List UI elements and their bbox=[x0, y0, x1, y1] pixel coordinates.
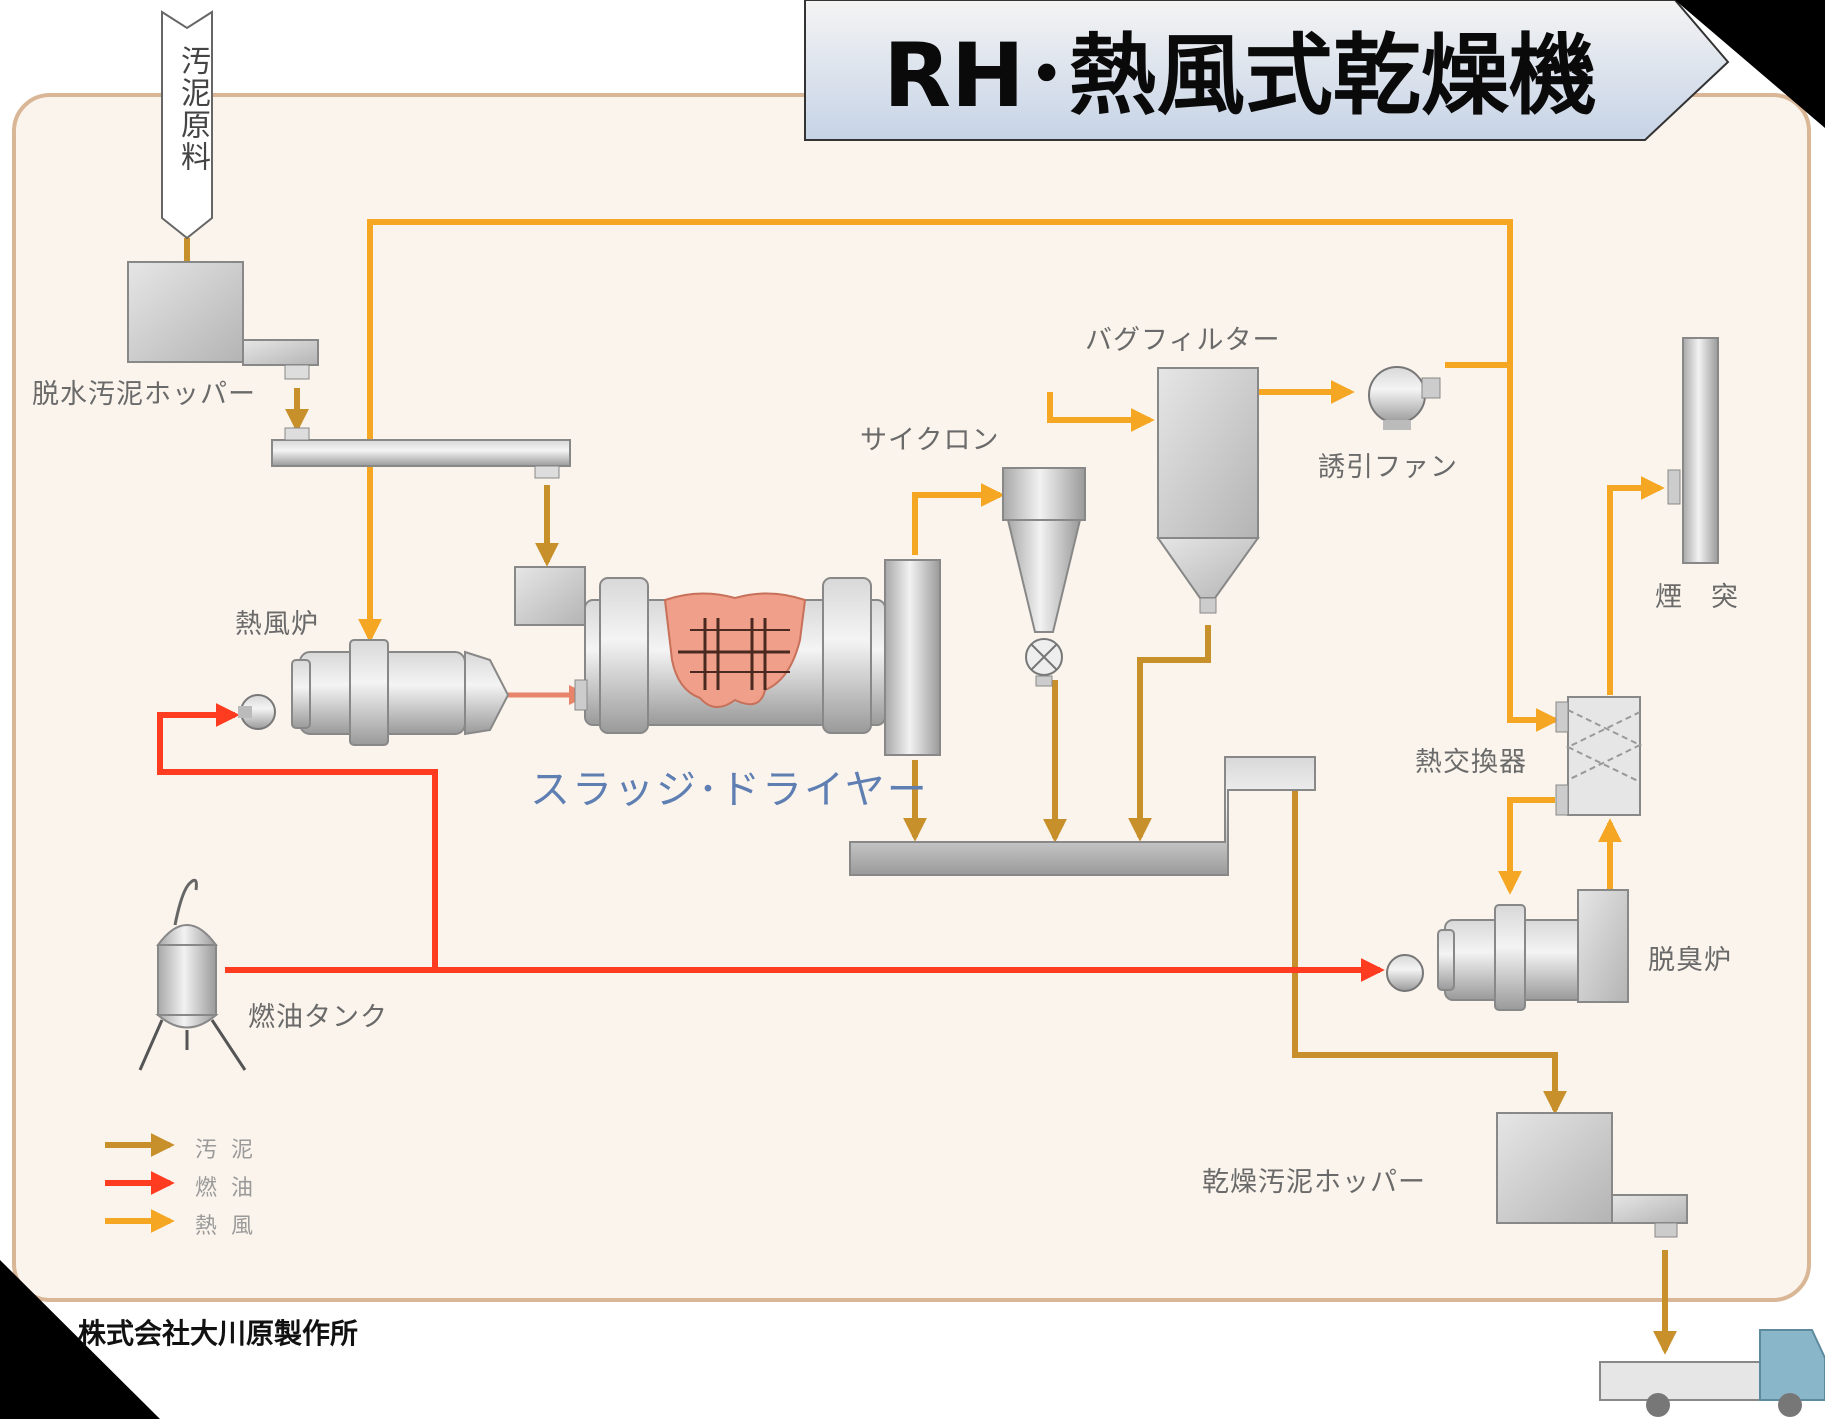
hot-air-furnace-label: 熱風炉 bbox=[235, 609, 319, 640]
fuel-tank-label: 燃油タンク bbox=[248, 1002, 388, 1033]
legend-sludge-label: 汚泥 bbox=[195, 1138, 268, 1163]
chimney-label: 煙 突 bbox=[1655, 582, 1739, 613]
dried-hopper-label: 乾燥汚泥ホッパー bbox=[1202, 1167, 1426, 1198]
deodorizing-furnace-label: 脱臭炉 bbox=[1648, 945, 1732, 976]
cyclone bbox=[1002, 467, 1086, 687]
company-name: 株式会社大川原製作所 bbox=[78, 1317, 359, 1350]
corner-top-right bbox=[1675, 0, 1825, 128]
hot-air-lines bbox=[358, 219, 1665, 895]
sludge-lines bbox=[184, 238, 1677, 1355]
chimney bbox=[1667, 337, 1719, 564]
fuel-tank bbox=[138, 878, 247, 1071]
heat-exchanger bbox=[1555, 696, 1643, 816]
bag-filter-label: バグフィルター bbox=[1085, 325, 1281, 356]
dried-sludge-hopper bbox=[1496, 1112, 1688, 1238]
legend bbox=[105, 1133, 175, 1233]
heat-exchanger-label: 熱交換器 bbox=[1415, 747, 1527, 778]
raw-sludge-inlet bbox=[161, 10, 213, 240]
sludge-dryer bbox=[574, 559, 941, 756]
corner-bottom-left bbox=[0, 1260, 160, 1419]
fuel-lines bbox=[157, 703, 1385, 982]
dewatered-hopper-label: 脱水汚泥ホッパー bbox=[32, 379, 256, 410]
deodorizing-furnace bbox=[1386, 889, 1629, 1011]
legend-fuel-label: 燃油 bbox=[195, 1176, 268, 1201]
cyclone-label: サイクロン bbox=[860, 425, 1000, 456]
sludge-dryer-label: スラッジ･ドライヤー bbox=[530, 767, 929, 813]
induced-fan-label: 誘引ファン bbox=[1318, 452, 1458, 483]
truck bbox=[1599, 1329, 1825, 1417]
raw-sludge-label: 汚泥原料 bbox=[175, 45, 210, 173]
induced-fan bbox=[1368, 366, 1441, 430]
discharge-conveyor bbox=[849, 756, 1316, 876]
legend-hot-air-label: 熱風 bbox=[195, 1214, 268, 1239]
page-title: RH･熱風式乾燥機 bbox=[883, 23, 1597, 127]
screw-conveyor bbox=[271, 427, 571, 479]
bag-filter bbox=[1156, 367, 1260, 614]
dewatered-sludge-hopper bbox=[127, 261, 319, 380]
hot-air-furnace bbox=[238, 639, 510, 746]
feed-chute bbox=[514, 566, 586, 626]
title-banner bbox=[804, 0, 1730, 141]
